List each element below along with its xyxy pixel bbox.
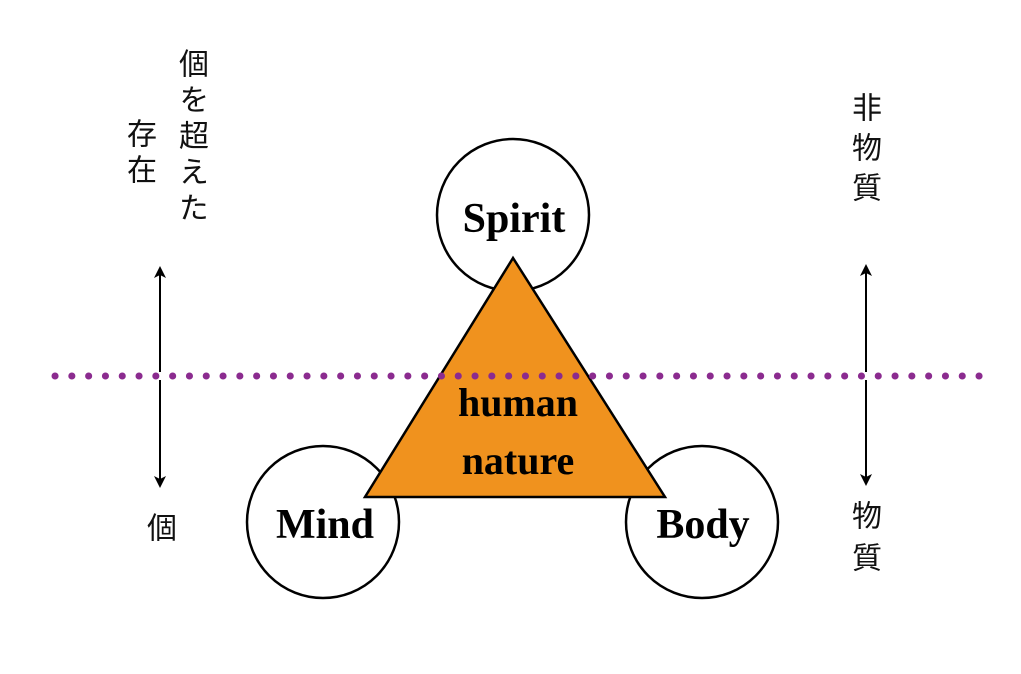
body-circle bbox=[624, 444, 780, 600]
left-top-label-col2: 存在 bbox=[121, 118, 156, 190]
center-label-line1: human bbox=[458, 380, 578, 425]
right-top-label: 非物質 bbox=[846, 92, 881, 212]
left-top-label-col1: 個を超えた bbox=[173, 48, 208, 228]
center-label-line2: nature bbox=[462, 438, 575, 483]
mind-label: Mind bbox=[276, 502, 374, 548]
spirit-label: Spirit bbox=[463, 196, 566, 242]
right-bottom-label: 物質 bbox=[846, 500, 881, 584]
mind-circle bbox=[245, 444, 401, 600]
body-label: Body bbox=[656, 502, 749, 548]
left-bottom-label: 個 bbox=[141, 512, 176, 548]
